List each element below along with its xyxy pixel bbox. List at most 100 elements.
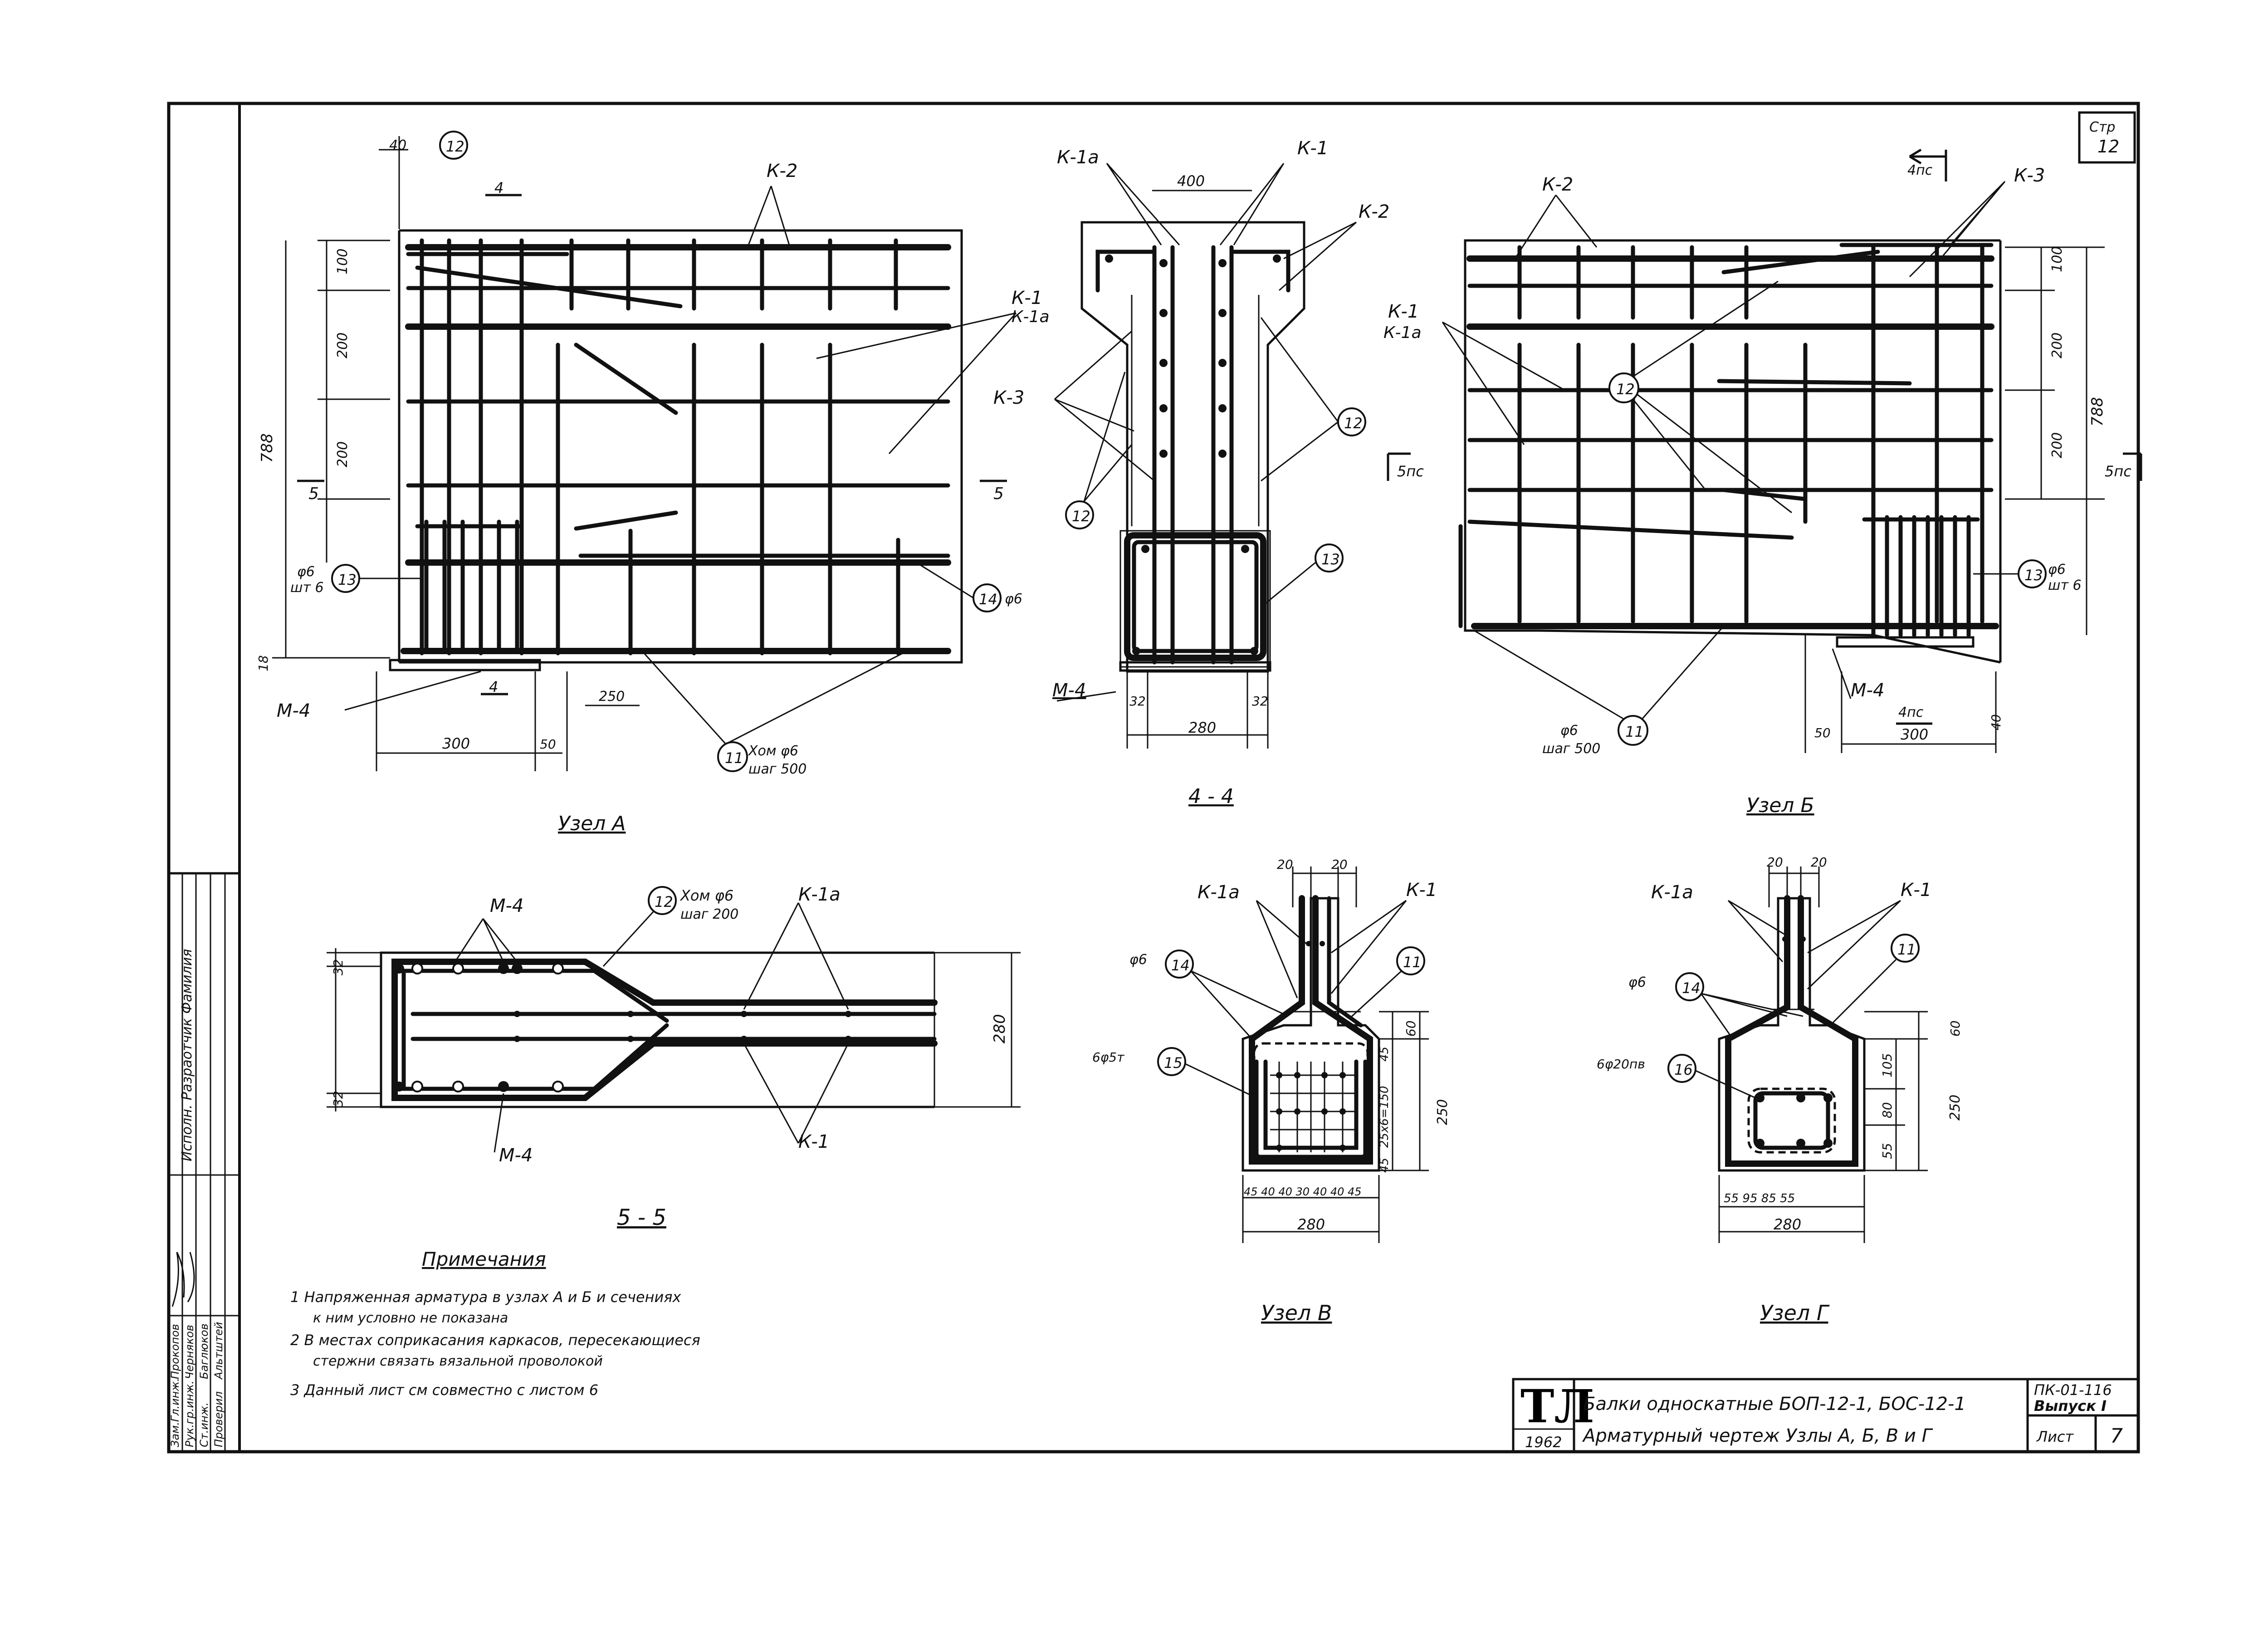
node-b-ref-4pc-bottom: 4пс <box>1898 705 1924 720</box>
node-a-label-m4: М-4 <box>277 700 310 721</box>
node-g-dim-280: 280 <box>1774 1216 1801 1233</box>
year: 1962 <box>1525 1434 1562 1451</box>
side-stamp-role-4: Проверил <box>212 1391 225 1447</box>
node-g-label-k1: К-1 <box>1901 880 1931 901</box>
node-b-ref-4pc-top: 4пс <box>1907 162 1933 178</box>
side-stamp-role-1: Зам.Гл.инж. <box>169 1378 181 1447</box>
section-5-5-view: 32 32 280 М-4 М-4 12 Хом φ6 шаг 200 К-1а… <box>327 884 1021 1230</box>
signatures <box>171 1252 195 1307</box>
sec44-callout-12a-text: 12 <box>1072 508 1090 525</box>
side-stamp-name-1: Прокопов <box>169 1324 181 1379</box>
sec55-shag: шаг 200 <box>680 906 738 922</box>
sec44-label-k1: К-1 <box>1297 138 1328 159</box>
node-b-dim-300: 300 <box>1901 726 1928 743</box>
node-a-sec-5-left: 5 <box>308 485 319 503</box>
sec44-label-m4: М-4 <box>1052 680 1086 701</box>
node-a-callout-11-text: 11 <box>725 749 743 767</box>
node-b-title: Узел Б <box>1746 794 1814 817</box>
node-v-dim-20a: 20 <box>1277 857 1293 872</box>
node-v-dim-280: 280 <box>1297 1216 1325 1233</box>
sec44-callout-13 <box>1315 543 1344 573</box>
node-b-callout-11-text: 11 <box>1625 723 1644 740</box>
node-a-dim-100: 100 <box>335 249 351 274</box>
node-v-bars: 6φ5т <box>1092 1050 1124 1065</box>
note-line-5: 3 Данный лист см совместно с листом 6 <box>290 1381 598 1399</box>
node-b-ref-5pc-left: 5пс <box>1397 463 1424 480</box>
node-g-callout-14-text: 14 <box>1682 979 1701 997</box>
sec55-xom: Хом φ6 <box>679 887 733 904</box>
side-stamp-name-3: Баглюков <box>198 1323 210 1379</box>
sec55-dim-32b: 32 <box>331 1091 346 1107</box>
logo: ТЛ <box>1520 1380 1594 1433</box>
node-a-dim-300: 300 <box>442 735 470 752</box>
node-v-dim-45b: 45 <box>1378 1158 1391 1173</box>
node-v-dim-60: 60 <box>1403 1020 1418 1037</box>
node-v-dim-bottom: 45 40 40 30 40 40 45 <box>1244 1185 1362 1198</box>
node-b-sht6: шт 6 <box>2048 578 2082 593</box>
sec55-label-m4-top: М-4 <box>490 896 523 916</box>
node-b-shag: шаг 500 <box>1542 741 1600 757</box>
sheet-title-2: Арматурный чертеж Узлы А, Б, В и Г <box>1582 1425 1933 1446</box>
node-a-dim-200b: 200 <box>335 441 351 467</box>
node-b-dim-200b: 200 <box>2049 432 2065 458</box>
node-g-dim-60: 60 <box>1948 1020 1963 1037</box>
node-g-dim-80: 80 <box>1880 1102 1895 1118</box>
side-stamp: Исполн. Разраотчик Фамилия Зам.Гл.инж. П… <box>167 872 241 1453</box>
note-line-2: к ним условно не показана <box>313 1310 508 1326</box>
sheet-border <box>167 102 2140 1454</box>
node-b-view: 100 200 200 788 50 300 40 4пс 5пс 5пс 4п… <box>1383 148 2142 817</box>
page-ref-number: 12 <box>2097 137 2119 157</box>
node-v-label-k1: К-1 <box>1406 880 1437 901</box>
page-ref-box: Стр 12 <box>2078 111 2136 164</box>
node-v-dim-45: 45 <box>1378 1047 1391 1062</box>
sec55-callout-12 <box>648 886 677 915</box>
node-b-dim-50: 50 <box>1814 725 1831 740</box>
sec55-dim-280: 280 <box>991 1014 1009 1043</box>
sec44-dim-280: 280 <box>1188 719 1216 736</box>
node-b-dim-788: 788 <box>2088 397 2107 426</box>
sec44-label-k1a: К-1а <box>1057 147 1099 168</box>
node-a-xom: Хом φ6 <box>748 743 798 759</box>
node-a-dim-18: 18 <box>256 655 271 671</box>
note-line-4: стержни связать вязальной проволокой <box>313 1353 603 1369</box>
note-line-3: 2 В местах соприкасания каркасов, пересе… <box>290 1332 700 1349</box>
side-stamp-name-2: Черняков <box>183 1325 196 1379</box>
node-a-dim-250: 250 <box>599 689 625 705</box>
node-a-title: Узел А <box>558 812 626 835</box>
node-b-label-k2: К-2 <box>1542 174 1573 195</box>
node-v-callout-14 <box>1165 950 1194 979</box>
node-v-dim-25x6: 25х6=150 <box>1378 1086 1391 1148</box>
issue: Выпуск I <box>2034 1397 2107 1415</box>
node-g-dim-250: 250 <box>1947 1095 1963 1121</box>
node-g-dim-20b: 20 <box>1811 855 1827 870</box>
node-g-label-k1a: К-1а <box>1651 882 1693 903</box>
node-v-title: Узел В <box>1261 1301 1332 1325</box>
node-b-label-m4: М-4 <box>1851 680 1884 701</box>
sec55-label-k1a: К-1а <box>798 884 841 905</box>
node-g-dim-20a: 20 <box>1767 855 1783 870</box>
sec55-dim-32a: 32 <box>331 959 346 975</box>
node-b-dim-100: 100 <box>2049 246 2065 272</box>
sec44-dim-32b: 32 <box>1252 694 1268 709</box>
node-v-callout-15-text: 15 <box>1164 1054 1183 1072</box>
sec44-title: 4 - 4 <box>1188 785 1234 808</box>
note-line-1: 1 Напряженная арматура в узлах А и Б и с… <box>290 1288 682 1306</box>
sec44-dim-32a: 32 <box>1129 694 1146 709</box>
node-v-dim-20b: 20 <box>1331 857 1348 872</box>
node-g-title: Узел Г <box>1760 1301 1830 1325</box>
side-stamp-header: Исполн. Разраотчик Фамилия <box>179 949 195 1161</box>
series-code: ПК-01-116 <box>2034 1381 2112 1399</box>
section-4-4-view: 400 280 32 32 К-1а К-1 К-2 К-3 12 12 13 … <box>993 138 1389 808</box>
node-v-callout-14-text: 14 <box>1171 957 1190 974</box>
sec44-dim-400: 400 <box>1177 172 1205 190</box>
title-block: ТЛ 1962 Балки односкатные БОП-12-1, БОС-… <box>1512 1378 2140 1453</box>
node-a-sht6: шт 6 <box>290 580 324 596</box>
node-b-callout-13-text: 13 <box>2024 567 2043 584</box>
node-a-shag: шаг 500 <box>748 761 807 777</box>
node-a-dim-50: 50 <box>540 737 556 752</box>
node-b-callout-11 <box>1618 715 1648 746</box>
sec44-callout-13-text: 13 <box>1321 551 1340 568</box>
node-v-dim-250: 250 <box>1435 1099 1451 1125</box>
sec55-label-k1: К-1 <box>798 1131 829 1152</box>
node-g-callout-16 <box>1667 1054 1696 1083</box>
